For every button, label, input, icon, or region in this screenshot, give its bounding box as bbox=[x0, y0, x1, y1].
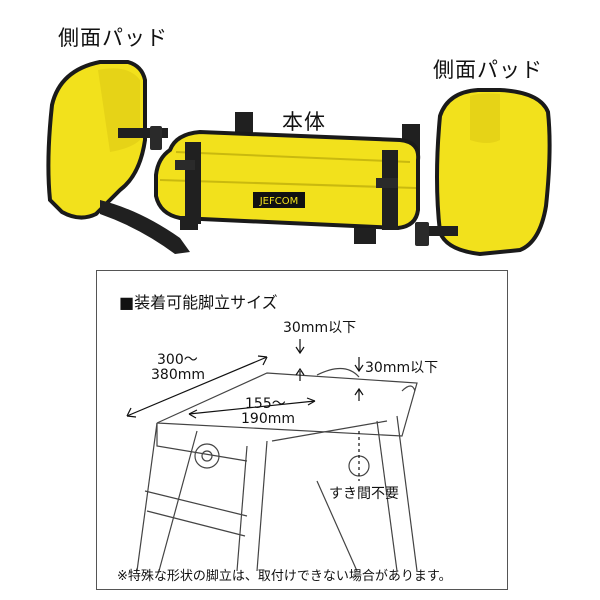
body-label: 本体 bbox=[282, 110, 326, 134]
dim-width-line2: 380mm bbox=[151, 367, 205, 383]
dim-depth-line2: 190mm bbox=[241, 411, 295, 427]
dim-side-gap: 30mm以下 bbox=[365, 360, 439, 376]
compatible-ladder-size-diagram: ■装着可能脚立サイズ bbox=[96, 270, 508, 590]
diagram-title: ■装着可能脚立サイズ bbox=[119, 293, 278, 312]
gap-note: すき間不要 bbox=[329, 486, 399, 502]
dim-width-line1: 300〜 bbox=[157, 352, 198, 368]
left-side-pad bbox=[46, 60, 190, 254]
footnote: ※特殊な形状の脚立は、取付けできない場合があります。 bbox=[117, 569, 452, 584]
main-body-pad: JEFCOM bbox=[154, 112, 421, 244]
right-pad-label: 側面パッド bbox=[433, 58, 543, 82]
right-side-pad bbox=[415, 88, 552, 257]
brand-tag-text: JEFCOM bbox=[259, 196, 299, 207]
ladder-diagram bbox=[126, 339, 418, 572]
dim-top-gap: 30mm以下 bbox=[283, 320, 357, 336]
dim-depth-line1: 155〜 bbox=[245, 396, 286, 412]
product-photo: JEFCOM bbox=[46, 60, 552, 257]
brand-tag bbox=[253, 192, 305, 208]
left-pad-label: 側面パッド bbox=[58, 26, 168, 50]
